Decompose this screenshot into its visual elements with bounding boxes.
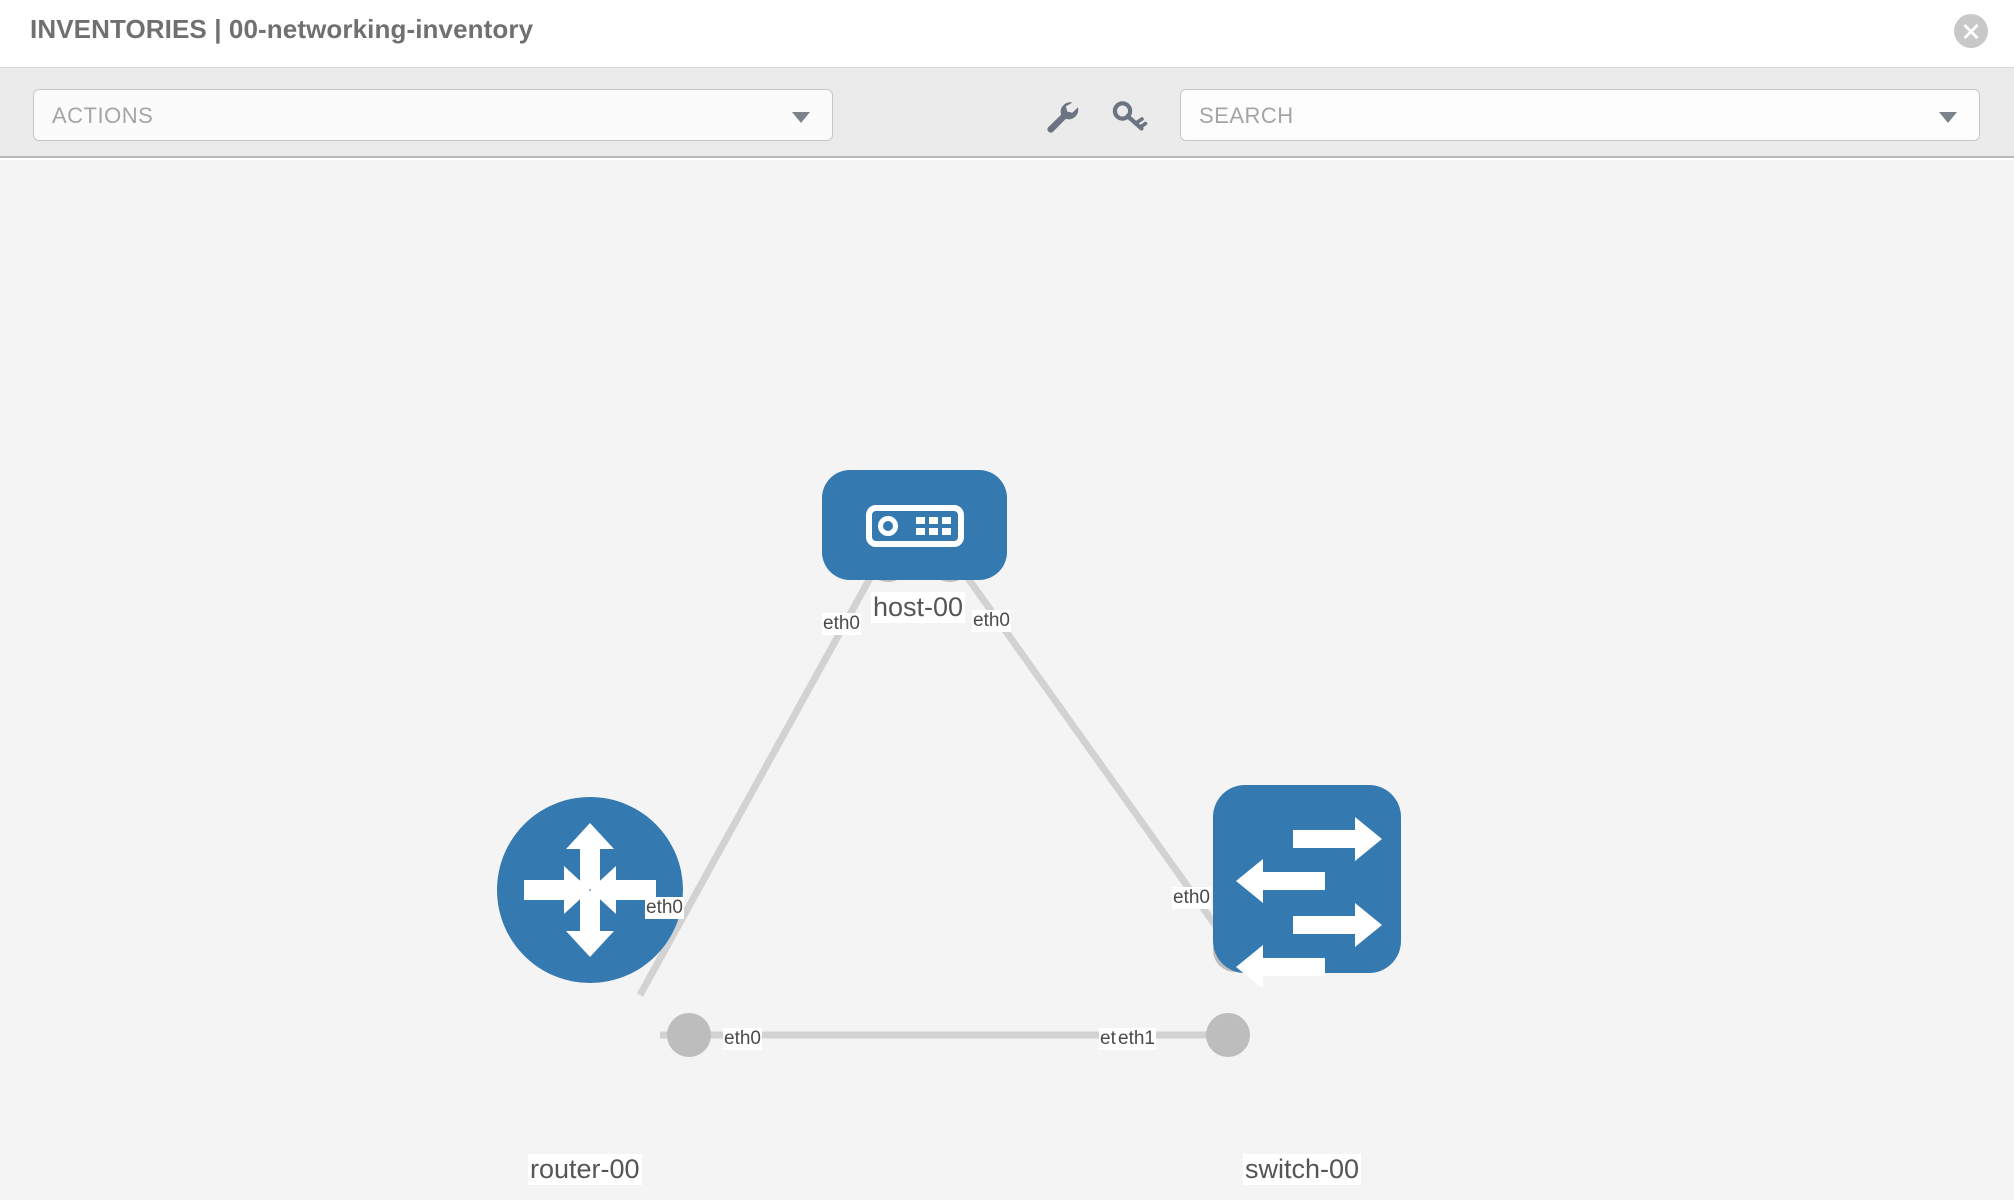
- node-host-00[interactable]: [822, 470, 1007, 580]
- connector-nub: [667, 1013, 711, 1057]
- page-header: INVENTORIES | 00-networking-inventory: [0, 0, 2014, 68]
- iface-label: eth0: [972, 610, 1011, 632]
- page-title: INVENTORIES | 00-networking-inventory: [30, 14, 534, 44]
- chevron-down-icon: [792, 112, 810, 123]
- topology-links: [636, 557, 1243, 1039]
- node-label-switch-00: switch-00: [1243, 1154, 1362, 1185]
- server-appliance-icon: [866, 505, 964, 547]
- search-input-placeholder: SEARCH: [1199, 103, 1294, 128]
- topology-canvas[interactable]: host-00 router-00 switch-00 eth0 eth0 et…: [0, 160, 2014, 1200]
- node-router-00[interactable]: [497, 797, 683, 983]
- four-arrows-converging-icon: [524, 823, 656, 957]
- topology-toolbar: ACTIONS SEARCH: [0, 68, 2014, 158]
- node-switch-00[interactable]: [1213, 785, 1401, 989]
- chevron-down-icon[interactable]: [1939, 112, 1957, 123]
- actions-dropdown-label: ACTIONS: [52, 103, 154, 128]
- key-icon[interactable]: [1110, 98, 1150, 134]
- node-label-router-00: router-00: [528, 1154, 642, 1185]
- connector-nub: [1206, 1013, 1250, 1057]
- actions-dropdown[interactable]: ACTIONS: [33, 89, 833, 141]
- node-label-host-00: host-00: [871, 592, 966, 623]
- iface-label: eth0: [723, 1028, 762, 1050]
- search-input[interactable]: SEARCH: [1180, 89, 1980, 141]
- close-icon[interactable]: [1954, 14, 1988, 48]
- iface-label: eth1: [1117, 1028, 1156, 1050]
- iface-label: eth0: [645, 897, 684, 919]
- topology-graph: [497, 470, 1401, 1057]
- wrench-icon[interactable]: [1042, 98, 1082, 134]
- bidirectional-arrows-icon: [1236, 817, 1382, 989]
- iface-label: eth0: [1172, 887, 1211, 909]
- iface-label: eth0: [822, 613, 861, 635]
